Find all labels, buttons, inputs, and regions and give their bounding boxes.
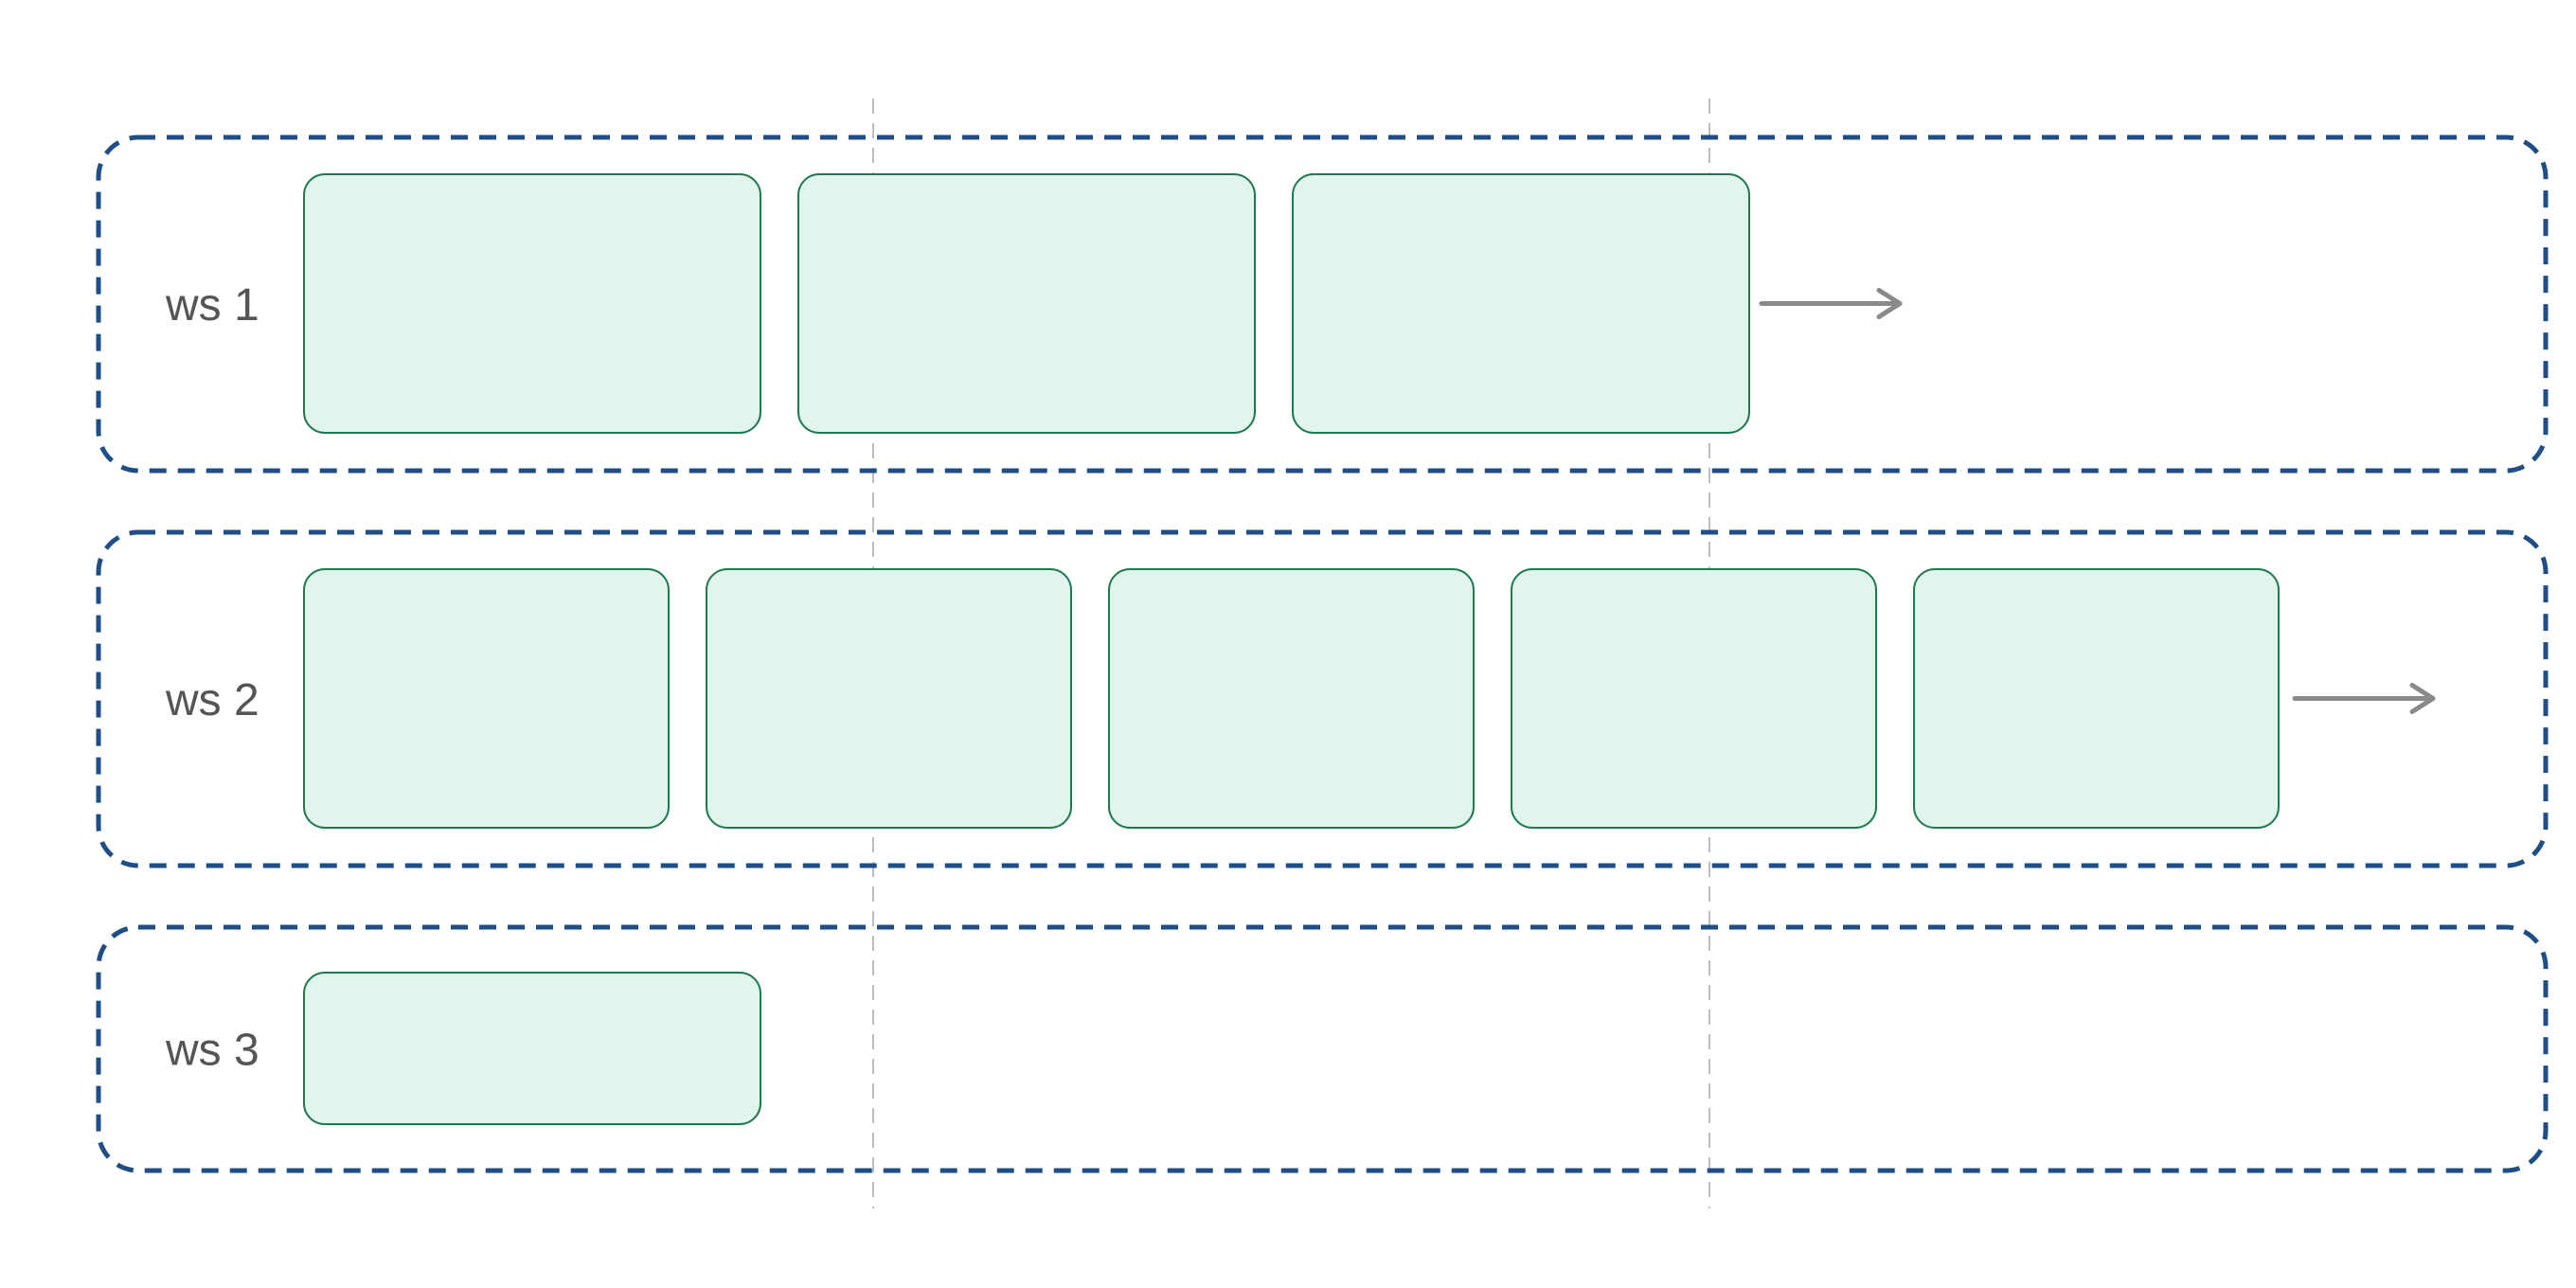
workspace-1: ws 1 bbox=[96, 134, 2549, 474]
workspace-2: ws 2 bbox=[96, 529, 2549, 868]
workspace-3: ws 3 bbox=[96, 924, 2549, 1173]
workspace-label: ws 2 bbox=[165, 675, 259, 725]
workspace-label: ws 3 bbox=[165, 1026, 259, 1076]
arrow-right-icon bbox=[1759, 288, 1903, 319]
window-tile[interactable] bbox=[1292, 173, 1750, 434]
window-tile[interactable] bbox=[1108, 568, 1475, 829]
window-tile[interactable] bbox=[1511, 568, 1877, 829]
window-tile[interactable] bbox=[303, 568, 670, 829]
window-tile[interactable] bbox=[797, 173, 1256, 434]
workspace-border bbox=[96, 134, 2549, 474]
workspace-rows: ws 1 ws 2 ws 3 bbox=[96, 134, 2549, 1173]
window-tile[interactable] bbox=[1913, 568, 2280, 829]
window-tile[interactable] bbox=[706, 568, 1072, 829]
workspace-border bbox=[96, 529, 2549, 868]
workspace-border bbox=[96, 924, 2549, 1173]
window-tile[interactable] bbox=[303, 173, 761, 434]
arrow-right-icon bbox=[2292, 683, 2436, 714]
window-tile[interactable] bbox=[303, 972, 761, 1125]
workspace-label: ws 1 bbox=[165, 280, 259, 331]
